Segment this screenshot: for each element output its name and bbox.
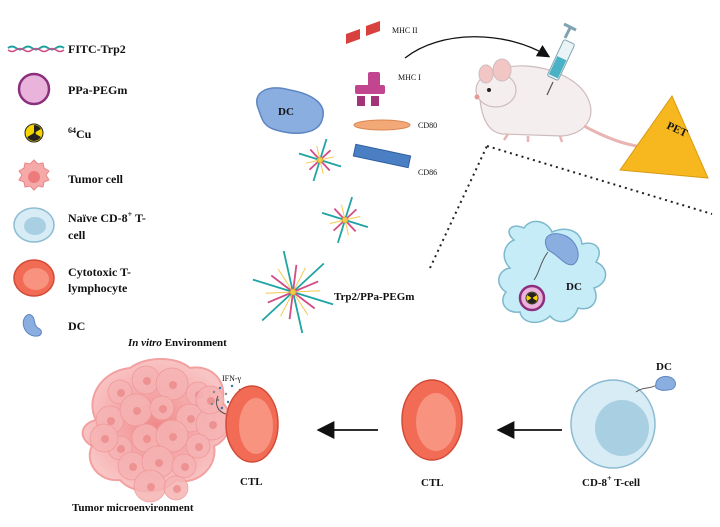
ctl-cell-2: CTL — [401, 379, 463, 489]
dc-main-cell: DC — [256, 87, 324, 134]
legend-naive-cd8: Naïve CD-8+ T- cell — [13, 207, 146, 243]
cd8-label-prefix: CD-8 — [582, 477, 608, 489]
dc-icon — [22, 314, 42, 337]
nanoparticle-small-2 — [321, 196, 369, 244]
legend-dc-label: DC — [68, 319, 85, 333]
svg-text:64Cu: 64Cu — [68, 126, 92, 141]
svg-text:CD-8+ T-cell: CD-8+ T-cell — [582, 474, 640, 489]
nanoparticle-small-1 — [298, 138, 342, 182]
in-vitro-italic: In vitro — [127, 337, 162, 349]
tumor-mass — [81, 358, 231, 503]
cd8-t-cell: DC CD-8+ T-cell — [570, 361, 676, 489]
cd80-molecule: CD80 — [353, 119, 437, 131]
legend-ctl-line2: lymphocyte — [68, 281, 128, 295]
svg-text:Naïve CD-8+ T-: Naïve CD-8+ T- — [68, 210, 146, 225]
radiation-icon — [24, 123, 44, 143]
tumor-microenvironment-label: Tumor microenvironment — [72, 502, 194, 514]
ctl-cell-1: CTL — [215, 385, 279, 488]
syringe-icon — [546, 22, 577, 96]
legend-ppa-pegm: PPa-PEGm — [17, 72, 127, 106]
cd8-label-suffix: T-cell — [612, 477, 640, 489]
legend-dc: DC — [22, 314, 85, 337]
legend-cu64: 64Cu — [24, 123, 92, 143]
legend: FITC-Trp2 PPa-PEGm 64Cu Tumor ce — [7, 42, 146, 337]
cd86-label: CD86 — [418, 168, 437, 177]
legend-ppa-label: PPa-PEGm — [68, 83, 127, 97]
legend-naive-suffix: T- — [132, 211, 146, 225]
legend-naive-line2: cell — [68, 228, 86, 242]
legend-naive-sup: + — [128, 210, 133, 219]
legend-ctl-line1: Cytotoxic T- — [68, 265, 131, 279]
mouse-illustration — [474, 58, 669, 150]
pet-scanner: PET — [619, 94, 709, 179]
trp2-label: Trp2/PPa-PEGm — [334, 291, 414, 303]
ifn-label: IFN-γ — [222, 374, 242, 383]
dc-small-label: DC — [656, 361, 672, 373]
injection-arrow — [404, 36, 551, 59]
legend-tumor-label: Tumor cell — [68, 172, 124, 186]
dc-main-label: DC — [278, 106, 294, 118]
legend-cu-label: Cu — [76, 127, 92, 141]
mhc1-label: MHC I — [398, 73, 421, 82]
cd86-molecule: CD86 — [352, 143, 437, 177]
separator-line-1 — [429, 145, 488, 269]
legend-tumor-cell: Tumor cell — [18, 159, 124, 191]
fitc-trp2-icon — [7, 45, 65, 51]
ppa-pegm-icon — [17, 72, 51, 106]
legend-fitc-trp2: FITC-Trp2 — [7, 42, 126, 56]
in-vitro-rest: Environment — [162, 337, 227, 349]
cd80-label: CD80 — [418, 121, 437, 130]
ctl1-label: CTL — [240, 476, 263, 488]
mhc2-molecule: MHC II — [346, 21, 418, 44]
mhc2-label: MHC II — [392, 26, 418, 35]
legend-naive-line1: Naïve CD-8 — [68, 211, 128, 225]
legend-cu-sup: 64 — [68, 126, 76, 135]
mhc1-molecule: MHC I — [355, 72, 421, 106]
legend-ctl: Cytotoxic T- lymphocyte — [13, 259, 131, 297]
dc-inset-cell: DC — [498, 220, 607, 324]
cd8-label-sup: + — [607, 474, 612, 483]
dc-inset-label: DC — [566, 281, 582, 293]
ctl2-label: CTL — [421, 477, 444, 489]
nanoparticle-large — [252, 250, 334, 334]
in-vitro-label: In vitro Environment — [127, 337, 227, 349]
legend-fitc-label: FITC-Trp2 — [68, 42, 126, 56]
